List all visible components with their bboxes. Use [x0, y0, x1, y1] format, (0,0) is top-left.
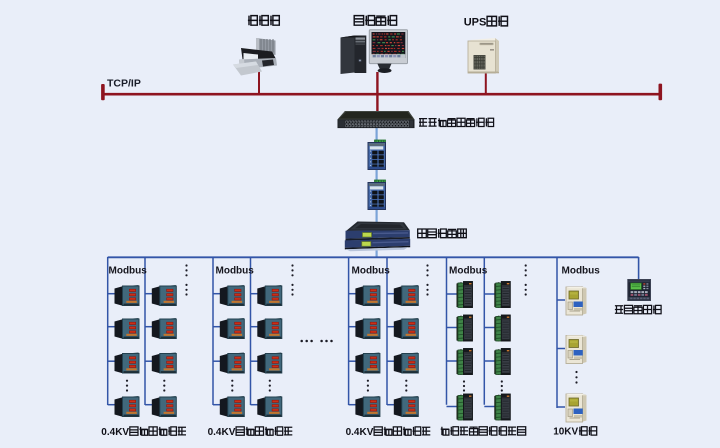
- svg-text:UPS: UPS: [464, 16, 487, 28]
- svg-text:10KV: 10KV: [553, 427, 578, 438]
- svg-text:Modbus: Modbus: [216, 266, 255, 277]
- svg-text:Modbus: Modbus: [352, 266, 391, 277]
- svg-text:0.4KV: 0.4KV: [208, 427, 236, 438]
- svg-text:Modbus: Modbus: [449, 266, 488, 277]
- svg-text:Modbus: Modbus: [109, 266, 148, 277]
- svg-text:Modbus: Modbus: [562, 266, 601, 277]
- svg-text:0.4KV: 0.4KV: [346, 427, 374, 438]
- svg-text:TCP/IP: TCP/IP: [107, 78, 141, 90]
- svg-text:0.4KV: 0.4KV: [101, 427, 129, 438]
